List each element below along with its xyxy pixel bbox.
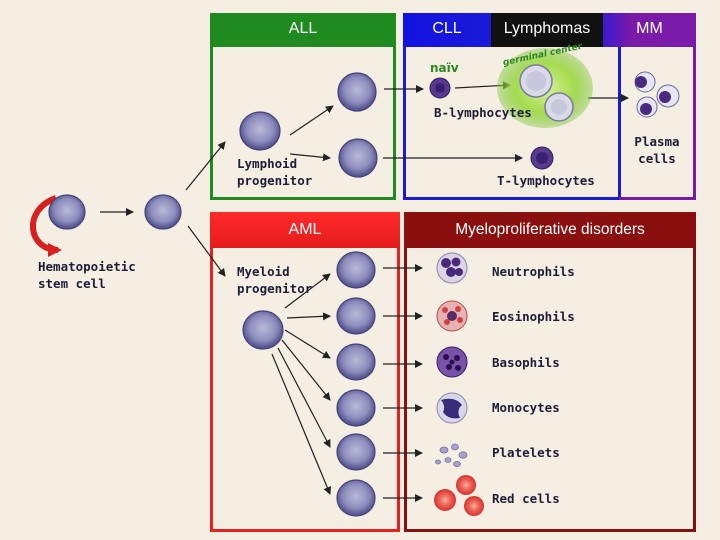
lymphoid-progenitor-label-line1: Lymphoid bbox=[237, 156, 298, 171]
arrow-myeloid-to-monocyte-precursor bbox=[281, 339, 331, 401]
myeloid-precursor-5-icon bbox=[336, 433, 376, 471]
basophil-icon bbox=[436, 346, 468, 378]
t-lymphocyte-icon bbox=[530, 146, 554, 170]
b-precursor-icon bbox=[337, 72, 377, 112]
myeloid-precursor-2-icon bbox=[336, 297, 376, 335]
cll-header: CLL bbox=[403, 13, 491, 47]
arrow-myeloid-to-eosinophil-precursor bbox=[286, 312, 331, 321]
lymphomas-header: Lymphomas bbox=[491, 13, 603, 47]
myeloid-precursor-1-icon bbox=[336, 251, 376, 289]
monocyte-icon bbox=[436, 392, 468, 424]
platelets-label: Platelets bbox=[492, 445, 560, 460]
arrow-to-myeloid-branch bbox=[187, 225, 226, 277]
eosinophil-icon bbox=[436, 300, 468, 332]
myeloid-precursor-4-icon bbox=[336, 389, 376, 427]
eosinophils-label: Eosinophils bbox=[492, 309, 575, 324]
neutrophils-label: Neutrophils bbox=[492, 264, 575, 279]
neutrophil-icon bbox=[436, 252, 468, 284]
arrow-to-lymphoid-branch bbox=[185, 141, 226, 191]
all-region bbox=[210, 13, 396, 200]
myeloid-progenitor-label: Myeloid progenitor bbox=[237, 263, 312, 297]
basophils-label: Basophils bbox=[492, 355, 560, 370]
common-progenitor-icon bbox=[144, 194, 182, 230]
red-cells-label: Red cells bbox=[492, 491, 560, 506]
arrow-myeloid-to-neutrophil-precursor bbox=[284, 273, 331, 309]
arrow-myeloid-to-platelet-precursor bbox=[277, 347, 331, 448]
plasma-cells-label-line2: cells bbox=[638, 151, 676, 166]
plasma-cells-icon bbox=[634, 71, 680, 118]
naive-b-cell-icon bbox=[429, 77, 451, 99]
plasma-cells-label-line1: Plasma bbox=[634, 134, 680, 149]
all-header: ALL bbox=[210, 13, 396, 47]
naive-label: naïv bbox=[430, 61, 459, 75]
arrow-lymphoid-to-t bbox=[289, 153, 331, 162]
cll-region bbox=[403, 13, 621, 200]
mm-header: MM bbox=[603, 13, 696, 47]
platelets-icon bbox=[435, 443, 468, 467]
arrow-myeloid-to-rbc-precursor bbox=[271, 353, 332, 495]
lymphoid-progenitor-icon bbox=[239, 111, 281, 151]
self-renewal-arrow bbox=[29, 195, 62, 257]
myeloid-precursor-3-icon bbox=[336, 343, 376, 381]
stem-cell-label: Hematopoietic stem cell bbox=[38, 258, 136, 292]
plasma-cells-label: Plasma cells bbox=[624, 133, 690, 167]
stem-cell-label-line1: Hematopoietic bbox=[38, 259, 136, 274]
myeloproliferative-header: Myeloproliferative disorders bbox=[404, 212, 696, 248]
stem-cell-label-line2: stem cell bbox=[38, 276, 106, 291]
red-cells-icon bbox=[434, 475, 484, 516]
myeloid-precursor-6-icon bbox=[336, 479, 376, 517]
myeloid-progenitor-label-line2: progenitor bbox=[237, 281, 313, 296]
myeloid-progenitor-icon bbox=[242, 310, 284, 350]
monocytes-label: Monocytes bbox=[492, 400, 560, 415]
precursor-cells bbox=[48, 72, 378, 517]
arrow-myeloid-to-basophil-precursor bbox=[284, 329, 331, 359]
b-lymphocytes-label: B-lymphocytes bbox=[434, 105, 532, 120]
lymphoid-progenitor-label: Lymphoid progenitor bbox=[237, 155, 312, 189]
lymphoid-progenitor-label-line2: progenitor bbox=[237, 173, 313, 188]
t-lymphocytes-label: T-lymphocytes bbox=[497, 173, 595, 188]
mm-region bbox=[619, 13, 696, 200]
myeloid-progenitor-label-line1: Myeloid bbox=[237, 264, 290, 279]
arrow-lymphoid-to-b bbox=[289, 105, 334, 136]
stem-cell-icon bbox=[48, 194, 86, 230]
t-precursor-icon bbox=[338, 138, 378, 178]
aml-header: AML bbox=[210, 212, 400, 248]
